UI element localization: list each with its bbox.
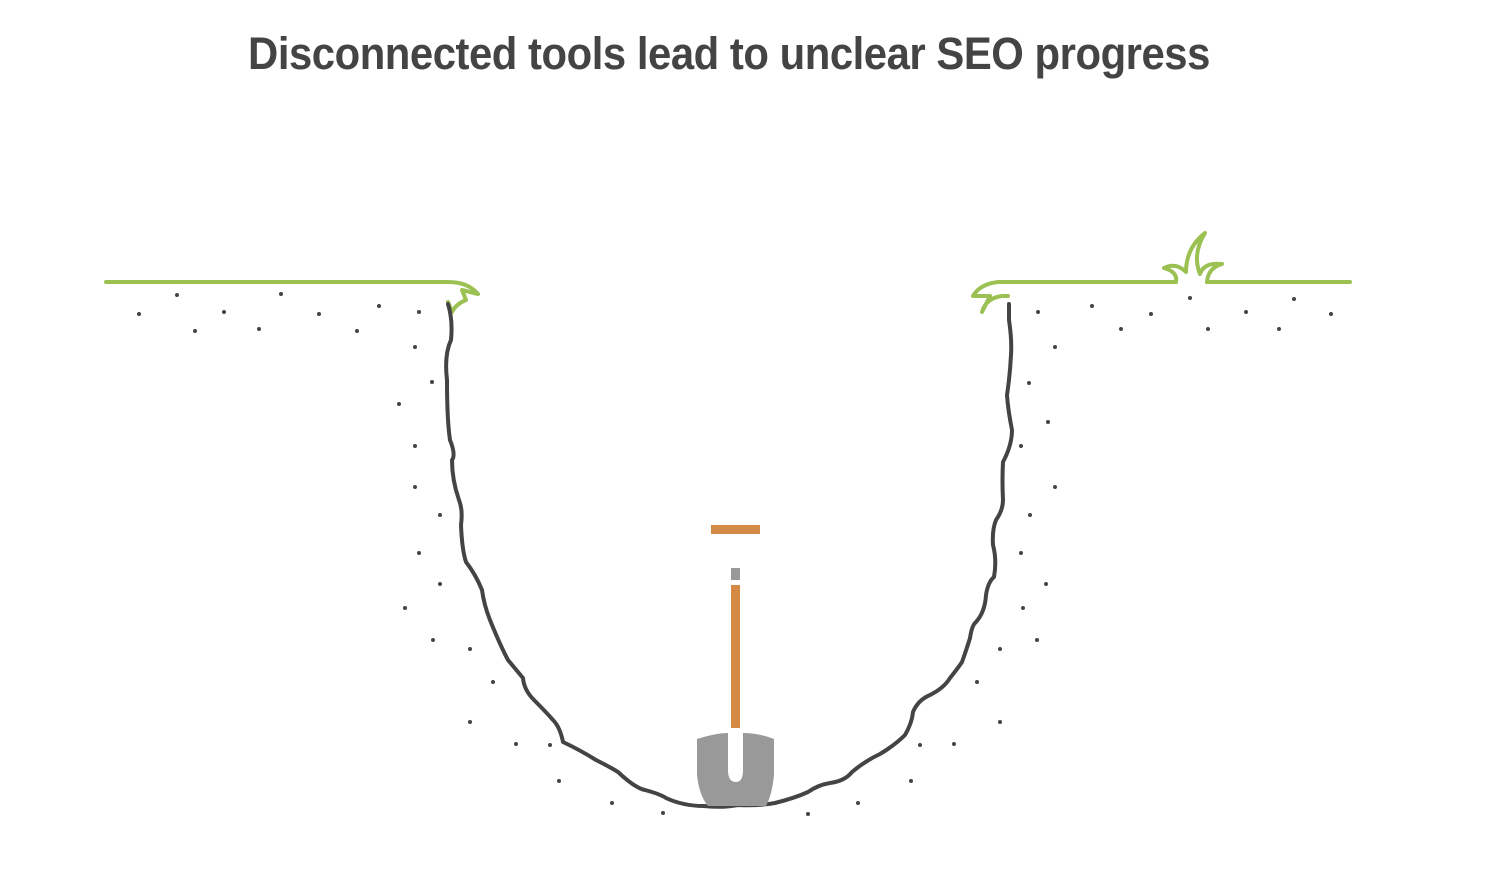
shovel-handle — [731, 585, 740, 728]
soil-dots — [137, 292, 1333, 816]
shovel-blade — [697, 733, 774, 806]
shovel-icon — [697, 525, 774, 806]
shovel-grip — [711, 525, 760, 534]
ground-right — [971, 280, 1352, 314]
pit-outline — [444, 302, 1014, 809]
grass-tuft-icon — [1162, 231, 1224, 284]
shovel-ferrule — [731, 568, 740, 580]
ground-left — [104, 280, 480, 314]
page-title: Disconnected tools lead to unclear SEO p… — [248, 28, 1210, 79]
